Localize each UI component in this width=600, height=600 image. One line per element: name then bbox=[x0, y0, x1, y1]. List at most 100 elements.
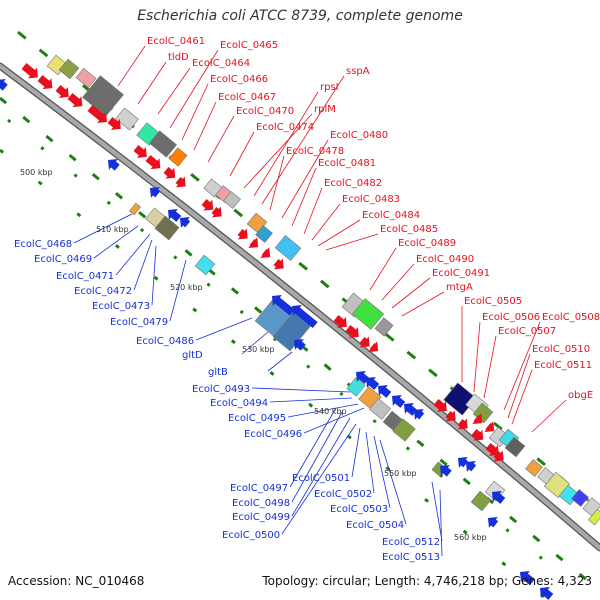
scale-tick-label: 560 kbp bbox=[454, 533, 487, 542]
forward-leader-line bbox=[531, 399, 567, 433]
feature-block bbox=[351, 298, 385, 330]
forward-gene-label: EcolC_0483 bbox=[342, 194, 400, 205]
reverse-leader-line bbox=[291, 411, 343, 503]
reverse-gene-label: gltD bbox=[182, 350, 203, 361]
forward-gene-label: EcolC_0464 bbox=[192, 58, 250, 69]
forward-gene-arrow bbox=[133, 145, 147, 158]
feature-block bbox=[392, 418, 416, 442]
forward-leader-line bbox=[369, 247, 397, 291]
feature-block bbox=[129, 202, 141, 216]
reverse-leader-line bbox=[287, 403, 359, 418]
forward-gene-label: EcolC_0506 bbox=[482, 312, 540, 323]
forward-gene-label: EcolC_0505 bbox=[464, 296, 522, 307]
forward-gene-label: EcolC_0484 bbox=[362, 210, 420, 221]
reverse-leader-line bbox=[93, 225, 139, 259]
reverse-gene-arrow bbox=[150, 187, 161, 198]
forward-gene-arrow bbox=[472, 413, 483, 425]
forward-gene-label: EcolC_0489 bbox=[398, 238, 456, 249]
feature-block bbox=[115, 107, 139, 131]
reverse-leader-line bbox=[431, 481, 443, 542]
forward-gene-label: EcolC_0491 bbox=[432, 268, 490, 279]
forward-gene-label: EcolC_0465 bbox=[220, 40, 278, 51]
reverse-gene-label: EcolC_0471 bbox=[56, 271, 114, 282]
forward-gene-arrow bbox=[457, 418, 468, 430]
forward-leader-line bbox=[503, 321, 541, 411]
reverse-gene-label: EcolC_0499 bbox=[232, 512, 290, 523]
reverse-gene-arrow bbox=[108, 159, 120, 171]
feature-block bbox=[75, 67, 97, 89]
reverse-gene-arrow bbox=[0, 79, 8, 91]
forward-gene-arrow bbox=[345, 325, 359, 338]
reverse-leader-line bbox=[379, 439, 407, 525]
forward-gene-arrow bbox=[260, 247, 271, 259]
forward-gene-label: rplM bbox=[314, 104, 336, 115]
forward-gene-arrow bbox=[211, 206, 222, 218]
forward-gene-label: EcolC_0507 bbox=[498, 326, 556, 337]
forward-leader-line bbox=[511, 369, 533, 425]
forward-gene-label: EcolC_0511 bbox=[534, 360, 592, 371]
reverse-gene-arrow bbox=[180, 217, 191, 228]
forward-gene-arrow bbox=[368, 341, 379, 353]
forward-gene-arrow bbox=[359, 336, 370, 348]
feature-block bbox=[571, 489, 589, 507]
reverse-gene-arrow bbox=[414, 409, 425, 420]
forward-gene-arrow bbox=[21, 63, 38, 79]
reverse-leader-line bbox=[133, 239, 153, 291]
reverse-gene-arrow bbox=[492, 491, 506, 504]
gene-labels: EcolC_0461tldDEcolC_0464EcolC_0465EcolC_… bbox=[14, 36, 600, 563]
forward-leader-line bbox=[253, 91, 319, 197]
forward-gene-label: mtgA bbox=[446, 282, 473, 293]
forward-gene-arrow bbox=[67, 93, 83, 108]
reverse-leader-line bbox=[365, 431, 375, 494]
forward-leader-line bbox=[391, 277, 431, 309]
feature-block bbox=[148, 130, 178, 158]
reverse-leader-line bbox=[351, 427, 361, 478]
feature-block bbox=[504, 436, 526, 458]
reverse-gene-label: EcolC_0486 bbox=[136, 336, 194, 347]
reverse-gene-arrow bbox=[520, 571, 535, 586]
reverse-gene-label: EcolC_0493 bbox=[192, 384, 250, 395]
forward-leader-line bbox=[243, 113, 313, 189]
forward-gene-arrow bbox=[445, 410, 456, 422]
forward-gene-arrow bbox=[433, 399, 447, 412]
reverse-leader-line bbox=[269, 397, 353, 403]
forward-leader-line bbox=[325, 233, 379, 251]
forward-gene-label: EcolC_0466 bbox=[210, 74, 268, 85]
backbone bbox=[0, 63, 600, 551]
reverse-gene-arrow bbox=[356, 371, 370, 384]
forward-gene-label: EcolC_0481 bbox=[318, 158, 376, 169]
forward-gene-arrow bbox=[333, 315, 347, 328]
forward-gene-label: tldD bbox=[168, 52, 189, 63]
reverse-gene-arrow bbox=[168, 209, 182, 222]
forward-leader-line bbox=[381, 263, 415, 301]
forward-leader-line bbox=[281, 139, 329, 219]
forward-leader-line bbox=[261, 75, 345, 205]
forward-leader-line bbox=[181, 83, 209, 141]
reverse-leader-line bbox=[303, 407, 365, 434]
reverse-gene-label: EcolC_0500 bbox=[222, 530, 280, 541]
forward-gene-arrow bbox=[55, 85, 69, 98]
forward-gene-label: EcolC_0482 bbox=[324, 178, 382, 189]
forward-leader-line bbox=[193, 101, 217, 151]
forward-gene-arrow bbox=[163, 167, 176, 179]
forward-leader-line bbox=[473, 321, 481, 393]
backbone-group bbox=[0, 62, 600, 552]
forward-gene-arrow bbox=[107, 117, 121, 130]
reverse-gene-arrow bbox=[378, 385, 392, 398]
forward-leader-line bbox=[483, 335, 497, 399]
forward-leader-line bbox=[169, 49, 219, 129]
forward-gene-arrow bbox=[87, 105, 108, 123]
forward-leader-line bbox=[157, 67, 191, 115]
forward-leader-line bbox=[291, 167, 317, 227]
scale-tick-label: 530 kbp bbox=[242, 345, 275, 354]
reverse-gene-label: EcolC_0494 bbox=[210, 398, 268, 409]
forward-gene-arrow bbox=[237, 228, 248, 240]
reverse-gene-label: EcolC_0473 bbox=[92, 301, 150, 312]
feature-blocks bbox=[46, 54, 600, 526]
reverse-gene-label: EcolC_0495 bbox=[228, 413, 286, 424]
gene-arrows bbox=[0, 63, 554, 600]
forward-gene-arrow bbox=[484, 421, 495, 433]
